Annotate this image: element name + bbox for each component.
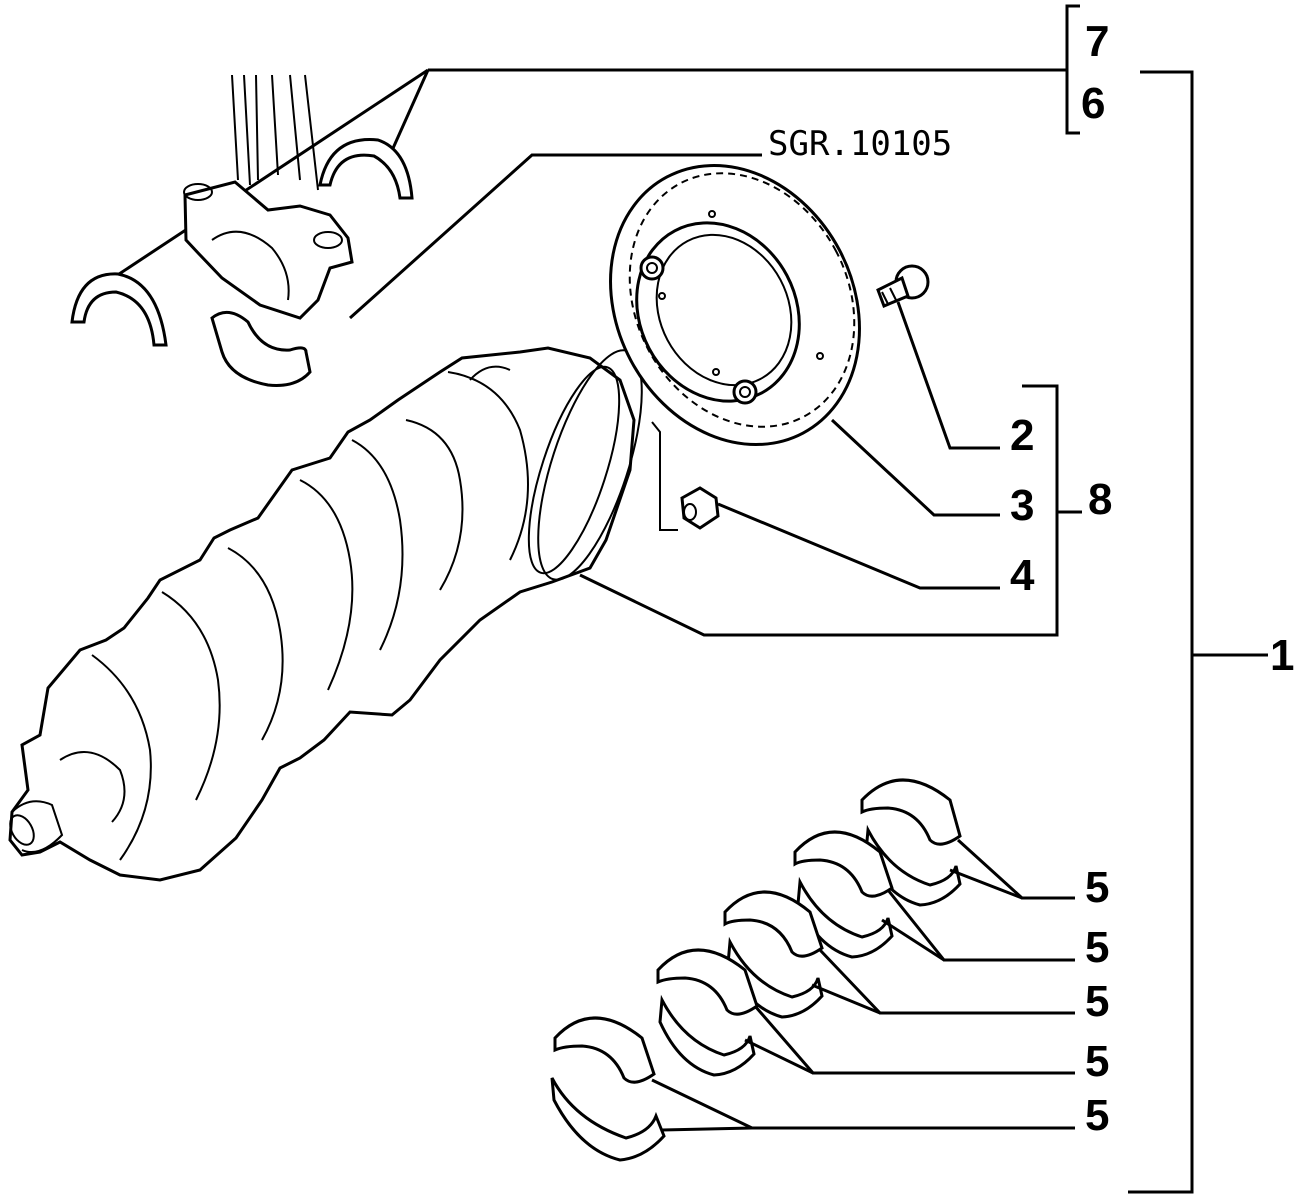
bearing-shell-pair-4 (656, 948, 759, 1077)
leader-reference (348, 153, 762, 320)
label-3: 3 (1010, 481, 1034, 530)
dowel-pin (680, 486, 720, 530)
pin-position-marker (651, 421, 678, 531)
label-5-e: 5 (1085, 1091, 1109, 1140)
reference-code: SGR.10105 (768, 124, 952, 164)
label-5-b: 5 (1085, 923, 1109, 972)
bolt (876, 264, 930, 308)
leader-4 (717, 502, 1000, 590)
connecting-rod (183, 74, 354, 320)
main-bearing-shells (550, 778, 962, 1162)
bearing-shell-pair-2 (793, 830, 894, 959)
leaders-5 (651, 838, 1075, 1132)
label-7: 7 (1085, 17, 1109, 66)
label-2: 2 (1010, 411, 1034, 460)
label-5-c: 5 (1085, 977, 1109, 1026)
bracket-7-6 (1065, 4, 1080, 135)
leader-3 (830, 418, 1000, 517)
crankshaft (8, 346, 643, 882)
bracket-8 (579, 384, 1082, 637)
bearing-shell-pair-5 (550, 1016, 666, 1162)
label-4: 4 (1010, 551, 1035, 600)
label-5-a: 5 (1085, 863, 1109, 912)
conrod-bearing-shell-lower (70, 272, 168, 347)
label-5-d: 5 (1085, 1037, 1109, 1086)
conrod-bearing-shell-upper (318, 138, 414, 200)
label-6: 6 (1081, 79, 1105, 128)
label-1: 1 (1270, 631, 1294, 680)
bracket-1 (1128, 70, 1268, 1194)
timing-gear (609, 164, 861, 446)
main-bearing-shell-left (210, 310, 312, 387)
leader-2 (896, 301, 1000, 450)
leader-6-7 (109, 68, 1067, 282)
label-8: 8 (1088, 475, 1112, 524)
